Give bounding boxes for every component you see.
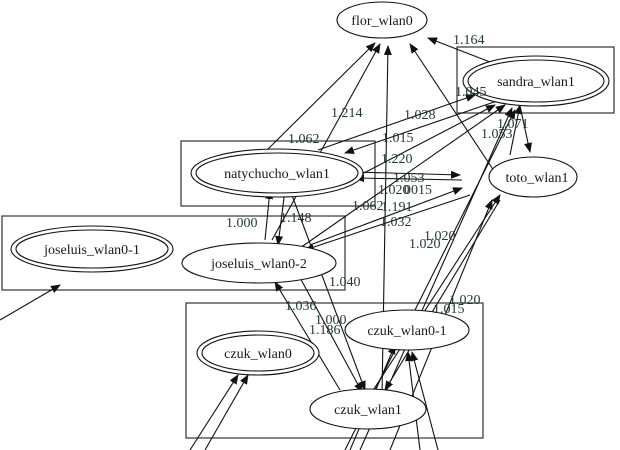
edge-toto-flor	[409, 43, 501, 181]
edge-jose2-flor	[271, 43, 381, 241]
edge-label: 1.020	[449, 293, 481, 308]
edge-czuk01-out	[410, 351, 439, 450]
edge-sandra-naty	[344, 99, 501, 154]
svg-text:czuk_wlan0: czuk_wlan0	[224, 347, 292, 362]
svg-text:joseluis_wlan0-1: joseluis_wlan0-1	[43, 243, 140, 258]
node-natychucho-wlan1[interactable]: natychucho_wlan1	[190, 148, 364, 198]
edge-label: 1.148	[280, 211, 312, 226]
edge-naty-sandra	[317, 94, 476, 151]
edge-naty-toto	[354, 170, 461, 179]
edge-label: 1.062	[352, 199, 384, 214]
edge-czuk1-jose2	[274, 281, 341, 391]
cluster-natychucho	[180, 140, 376, 207]
edge-naty-jose2	[275, 189, 286, 246]
edge-sandra-flor	[427, 37, 491, 63]
svg-text:sandra_wlan1: sandra_wlan1	[497, 75, 575, 90]
cluster-sandra	[456, 46, 615, 114]
edge-label: 1.000	[315, 313, 347, 328]
edge-label: 1.000	[226, 216, 258, 231]
node-czuk-wlan1[interactable]: czuk_wlan1	[309, 388, 427, 430]
svg-text:czuk_wlan0-1: czuk_wlan0-1	[367, 324, 446, 339]
node-toto-wlan1[interactable]: toto_wlan1	[488, 156, 578, 198]
edge-label: 1.220	[381, 152, 413, 167]
edge-label: 1.032	[380, 215, 412, 230]
edge-label: 1.020	[378, 183, 410, 198]
edge-toto-naty	[354, 174, 463, 183]
edge-toto-sandra	[509, 104, 523, 156]
edge-label: 0015	[404, 183, 432, 198]
edge-label: 1.045	[455, 85, 487, 100]
edge-toto-czuk1	[384, 199, 501, 391]
edge-labels: 1.164 1.214 1.062 1.028 1.015 1.045 1.07…	[226, 33, 529, 338]
edge-in-czuk0-2	[204, 374, 249, 450]
cluster-joseluis	[1, 215, 346, 291]
node-czuk-wlan0-1[interactable]: czuk_wlan0-1	[344, 309, 470, 351]
edge-label: 1.020	[409, 237, 441, 252]
edge-label: 1.164	[453, 33, 485, 48]
node-joseluis-wlan0-1[interactable]: joseluis_wlan0-1	[10, 225, 174, 273]
edge-label: 1.186	[309, 323, 341, 338]
edge-label: 1.015	[382, 131, 414, 146]
edge-label: 1.053	[481, 127, 513, 142]
svg-text:toto_wlan1: toto_wlan1	[506, 171, 569, 186]
edge-label: 1.020	[424, 229, 456, 244]
svg-text:joseluis_wlan0-2: joseluis_wlan0-2	[210, 257, 307, 272]
cluster-czuk	[185, 302, 484, 439]
edge-jose1-out	[0, 284, 61, 321]
edge-label: 1.028	[404, 108, 436, 123]
edge-toto-jose2	[304, 194, 471, 251]
edge-label: 1.071	[497, 117, 529, 132]
edge-czuk1-toto	[369, 194, 501, 396]
edge-label: 1.062	[288, 132, 320, 147]
edge-jose2-sandra	[299, 104, 506, 249]
edge-label: 1.015	[433, 302, 465, 317]
svg-text:flor_wlan0: flor_wlan0	[351, 14, 412, 29]
svg-text:natychucho_wlan1: natychucho_wlan1	[224, 167, 330, 182]
edge-label: 1.214	[331, 106, 363, 121]
svg-text:czuk_wlan1: czuk_wlan1	[334, 403, 402, 418]
edge-jose2-naty	[264, 189, 274, 241]
edge-label: 1.040	[329, 275, 361, 290]
edge-naty-czuk1	[289, 189, 366, 391]
node-flor-wlan0[interactable]: flor_wlan0	[336, 1, 428, 39]
edge-label: 1.053	[393, 171, 425, 186]
edge-in-czuk0	[189, 374, 239, 450]
node-sandra-wlan1[interactable]: sandra_wlan1	[462, 55, 610, 107]
edge-naty-flor	[266, 42, 376, 151]
edge-label: 1.191	[381, 200, 413, 215]
node-czuk-wlan0[interactable]: czuk_wlan0	[196, 330, 320, 376]
edge-jose2-toto	[309, 187, 463, 246]
edge-label: 1.036	[285, 299, 317, 314]
node-joseluis-wlan0-2[interactable]: joseluis_wlan0-2	[181, 242, 337, 284]
edge-naty-sandra2	[359, 104, 496, 176]
